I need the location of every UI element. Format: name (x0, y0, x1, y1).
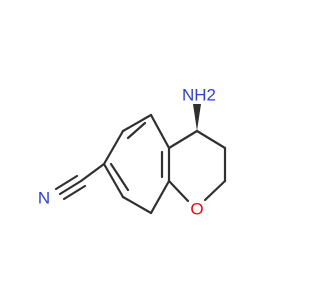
triple-bond-1 (58, 179, 83, 196)
nitrile-nitrogen-label: N (38, 189, 50, 208)
bond-c2-o1 (203, 179, 227, 202)
ring-oxygen-label: O (190, 200, 203, 219)
amine-label: NH2 (182, 86, 216, 105)
triple-bond-2 (54, 174, 79, 191)
double-bond-inner-2 (109, 162, 130, 192)
chromane-structure: NH2 N O (38, 86, 227, 219)
triple-bond-3 (62, 184, 87, 201)
bond-c4-c3 (195, 129, 227, 150)
bond-c4a-c5 (121, 113, 153, 133)
bond-c4a-c4 (167, 129, 199, 150)
bond-o1-c8a (167, 179, 190, 203)
pyran-ring (167, 129, 227, 203)
bond-c6-c7 (102, 162, 125, 199)
double-bond-inner-1 (126, 121, 147, 140)
bond-c7-c8 (121, 195, 153, 215)
nitrile-group (54, 162, 106, 201)
bond-c7-cn (79, 162, 106, 183)
bond-c5-c6 (102, 129, 125, 166)
benzene-ring (102, 113, 171, 215)
stereo-wedge-bond (193, 104, 201, 131)
bond-c4a-c4a2 (149, 113, 171, 150)
bond-c8-c8a (149, 179, 171, 215)
